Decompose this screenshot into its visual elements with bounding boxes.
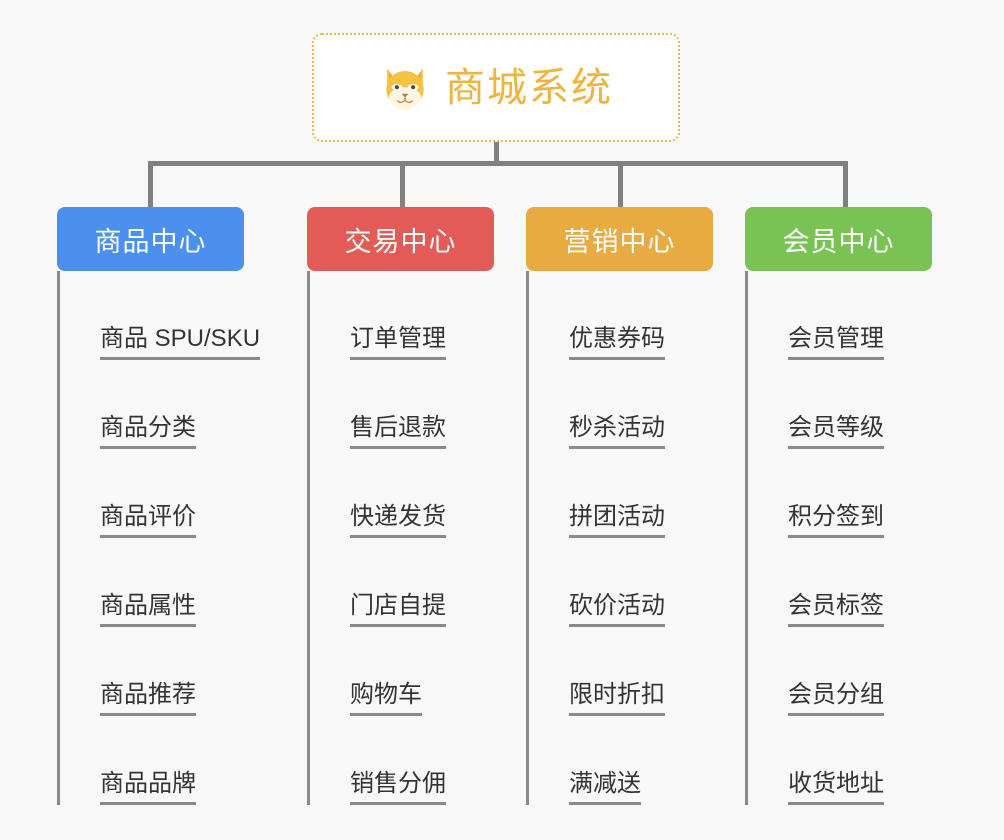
branch-item[interactable]: 会员分组 [745, 627, 932, 716]
connector-drop-2 [400, 161, 405, 207]
branch-spine [745, 271, 748, 805]
branch-item-label: 收货地址 [788, 771, 884, 805]
root-title: 商城系统 [445, 65, 613, 110]
branch-item-list: 订单管理售后退款快递发货门店自提购物车销售分佣 [307, 271, 494, 805]
branch-item[interactable]: 商品推荐 [57, 627, 244, 716]
branch-item-label: 商品推荐 [100, 682, 196, 716]
branch-column: 商品中心商品 SPU/SKU 商品分类商品评价商品属性商品推荐商品品牌 [57, 207, 261, 805]
connector-horizontal-bus [148, 161, 848, 166]
branch-item[interactable]: 会员管理 [745, 271, 932, 360]
branch-header-label: 交易中心 [344, 226, 457, 257]
branch-item[interactable]: 会员等级 [745, 360, 932, 449]
branch-item[interactable]: 满减送 [526, 716, 713, 805]
branch-item[interactable]: 商品属性 [57, 538, 244, 627]
branch-item[interactable]: 商品品牌 [57, 716, 244, 805]
branch-item-list: 优惠券码秒杀活动拼团活动砍价活动限时折扣满减送 [526, 271, 713, 805]
branch-header-label: 会员中心 [782, 226, 895, 257]
branch-item-label: 商品分类 [100, 415, 196, 449]
branch-item-label: 砍价活动 [569, 593, 665, 627]
branch-spine [307, 271, 310, 805]
connector-drop-4 [843, 161, 848, 207]
branch-item[interactable]: 积分签到 [745, 449, 932, 538]
branch-item[interactable]: 优惠券码 [526, 271, 713, 360]
branch-header-3[interactable]: 营销中心 [526, 207, 713, 271]
branch-item-label: 秒杀活动 [569, 415, 665, 449]
branch-spine [526, 271, 529, 805]
branch-header-2[interactable]: 交易中心 [307, 207, 494, 271]
branch-item-label: 购物车 [350, 682, 422, 716]
branch-item-label: 会员等级 [788, 415, 884, 449]
root-node[interactable]: 商城系统 [312, 33, 680, 142]
branch-item[interactable]: 商品 SPU/SKU [57, 271, 261, 360]
branch-column: 会员中心会员管理会员等级积分签到会员标签会员分组收货地址 [745, 207, 932, 805]
branch-item-label: 商品属性 [100, 593, 196, 627]
branch-header-label: 商品中心 [94, 226, 207, 257]
branch-item[interactable]: 快递发货 [307, 449, 494, 538]
branch-item[interactable]: 售后退款 [307, 360, 494, 449]
branch-item[interactable]: 销售分佣 [307, 716, 494, 805]
branch-item[interactable]: 砍价活动 [526, 538, 713, 627]
branch-item-label: 商品品牌 [100, 771, 196, 805]
branch-header-1[interactable]: 商品中心 [57, 207, 244, 271]
branch-column: 营销中心优惠券码秒杀活动拼团活动砍价活动限时折扣满减送 [526, 207, 713, 805]
branch-item[interactable]: 会员标签 [745, 538, 932, 627]
branch-item-list: 商品 SPU/SKU 商品分类商品评价商品属性商品推荐商品品牌 [57, 271, 261, 805]
branch-spine [57, 271, 60, 805]
branch-item-label: 会员标签 [788, 593, 884, 627]
branch-item[interactable]: 限时折扣 [526, 627, 713, 716]
branch-item-label: 商品评价 [100, 504, 196, 538]
branch-item-label: 门店自提 [350, 593, 446, 627]
branch-item-label: 销售分佣 [350, 771, 446, 805]
branch-item-label: 限时折扣 [569, 682, 665, 716]
branch-item[interactable]: 拼团活动 [526, 449, 713, 538]
branch-item[interactable]: 订单管理 [307, 271, 494, 360]
branch-item-label: 会员管理 [788, 326, 884, 360]
branch-item-label: 售后退款 [350, 415, 446, 449]
branch-item-label: 会员分组 [788, 682, 884, 716]
branch-item-label: 订单管理 [350, 326, 446, 360]
shiba-dog-icon [379, 62, 431, 114]
branch-item[interactable]: 商品分类 [57, 360, 244, 449]
connector-drop-3 [618, 161, 623, 207]
branch-column: 交易中心订单管理售后退款快递发货门店自提购物车销售分佣 [307, 207, 494, 805]
branch-item[interactable]: 门店自提 [307, 538, 494, 627]
branch-header-4[interactable]: 会员中心 [745, 207, 932, 271]
branch-item-label: 满减送 [569, 771, 641, 805]
branch-item[interactable]: 秒杀活动 [526, 360, 713, 449]
branch-item-label: 快递发货 [350, 504, 446, 538]
branch-item[interactable]: 购物车 [307, 627, 494, 716]
branch-item-label: 商品 SPU/SKU [100, 326, 261, 360]
branch-header-label: 营销中心 [563, 226, 676, 257]
branch-item[interactable]: 商品评价 [57, 449, 244, 538]
branch-item-list: 会员管理会员等级积分签到会员标签会员分组收货地址 [745, 271, 932, 805]
connector-root-stem [494, 142, 499, 164]
branch-item[interactable]: 收货地址 [745, 716, 932, 805]
branch-item-label: 拼团活动 [569, 504, 665, 538]
branch-item-label: 积分签到 [788, 504, 884, 538]
branch-item-label: 优惠券码 [569, 326, 665, 360]
connector-drop-1 [148, 161, 153, 207]
